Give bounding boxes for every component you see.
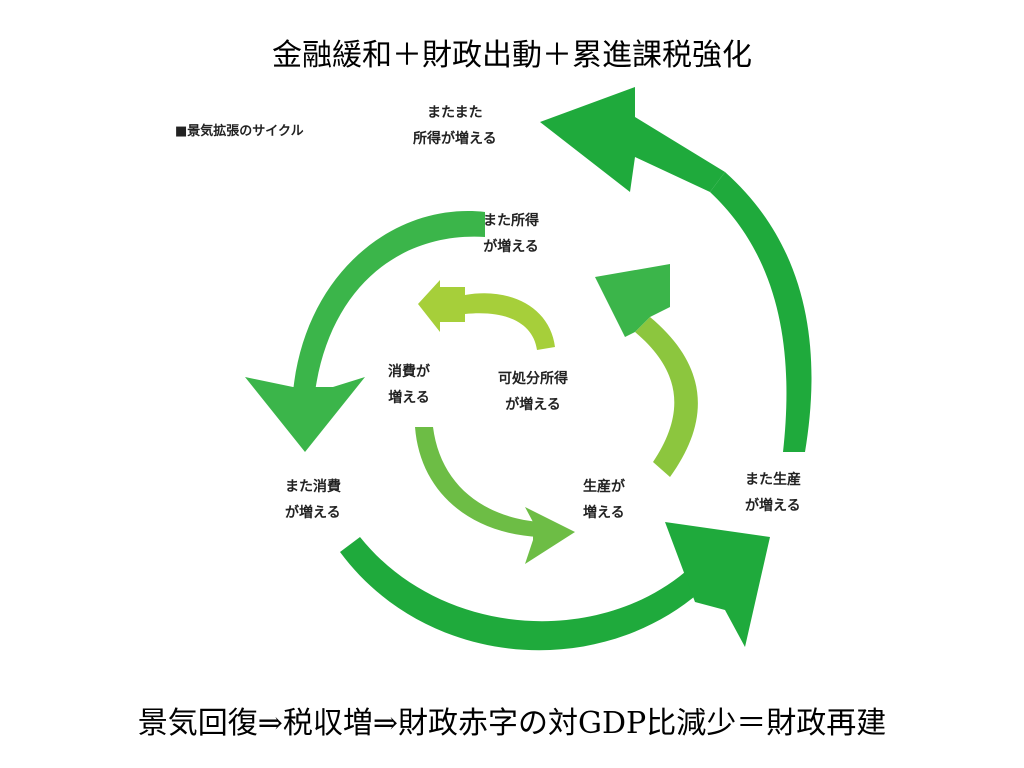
label-inner-consumption: 消費が 増える: [388, 359, 430, 411]
label-line: が増える: [505, 397, 561, 413]
arrow-production-to-income-inner: [635, 317, 698, 477]
label-line: また生産: [745, 472, 801, 488]
footer-conclusion: 景気回復⇒税収増⇒財政赤字の対GDP比減少＝財政再建: [137, 706, 887, 741]
arrow-head-inner-left: [418, 280, 465, 332]
arrow-head-middle-left: [245, 377, 365, 452]
label-middle-production: また生産 が増える: [745, 467, 801, 519]
label-line: が増える: [745, 498, 801, 514]
slide-title: 金融緩和＋財政出動＋累進課税強化: [272, 38, 752, 73]
label-middle-consumption: また消費 が増える: [285, 474, 341, 526]
label-outer-income: またまた 所得が増える: [413, 100, 497, 152]
label-line: また所得: [483, 213, 539, 229]
label-line: 可処分所得: [498, 371, 568, 387]
label-inner-production: 生産が 増える: [583, 474, 625, 526]
diagram-title: ■景気拡張のサイクル: [175, 124, 304, 139]
arrow-production-to-income-outer: [710, 172, 812, 452]
label-line: 増える: [388, 390, 430, 406]
arrow-head-inner-bottom: [525, 507, 575, 564]
label-line: またまた: [427, 105, 483, 121]
economic-cycle-diagram: ■景気拡張のサイクル またまた 所得が増える また所得 が増える 消費が 増える…: [165, 82, 860, 682]
arrow-consumption-to-production-outer: [340, 537, 700, 651]
label-line: 消費が: [388, 364, 430, 380]
arrow-consumption-to-production-inner: [415, 427, 540, 537]
arrow-head-outer-top: [540, 87, 725, 192]
label-line: 増える: [583, 505, 625, 521]
arrow-head-inner-right: [595, 264, 670, 337]
label-line: 所得が増える: [413, 131, 497, 147]
label-line: また消費: [285, 479, 341, 495]
cycle-arrows: [245, 87, 812, 651]
arrow-head-outer-bottom: [665, 522, 770, 647]
label-inner-disposable-income: 可処分所得 が増える: [498, 366, 568, 418]
label-line: 生産が: [583, 479, 625, 495]
arrow-income-to-consumption-middle: [293, 211, 485, 392]
arrow-income-to-consumption-inner: [465, 293, 555, 350]
label-line: が増える: [483, 239, 539, 255]
label-line: が増える: [285, 505, 341, 521]
label-middle-income: また所得 が増える: [483, 208, 539, 260]
